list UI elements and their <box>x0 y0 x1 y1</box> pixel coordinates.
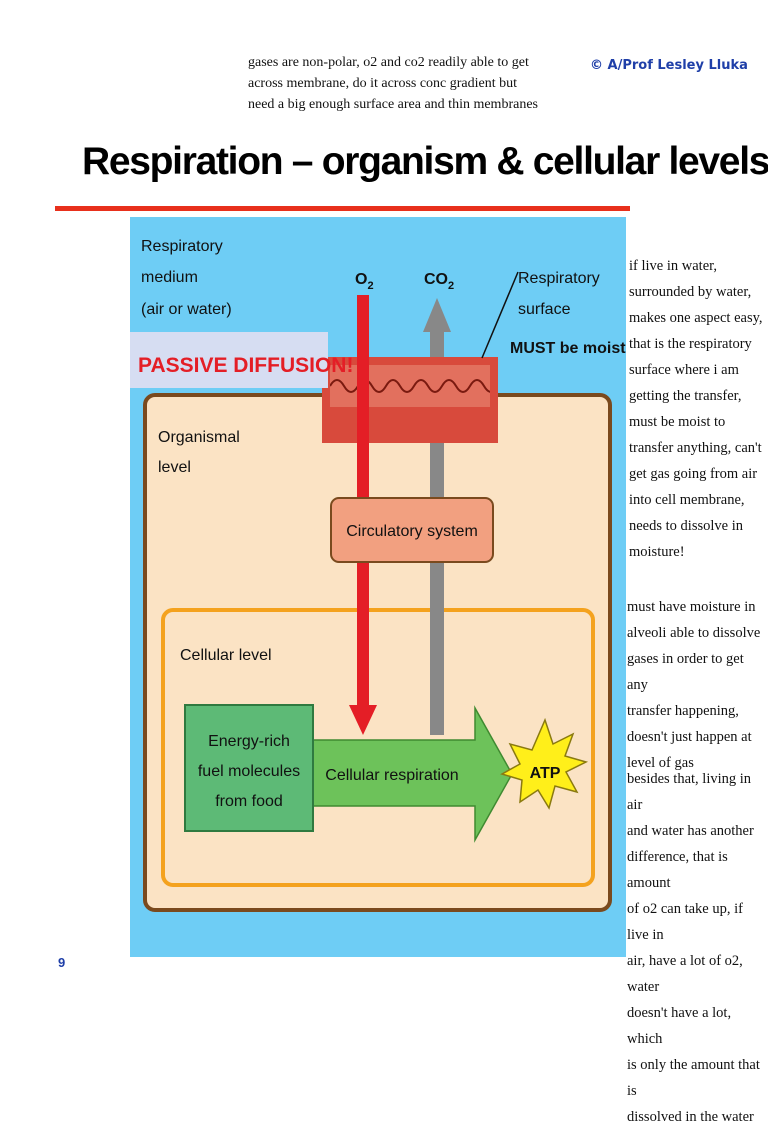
respiratory-surface-line2: surface <box>518 301 571 318</box>
respiratory-surface-inner <box>330 365 490 407</box>
atp-starburst <box>500 717 589 810</box>
side-note-1: if live in water, surrounded by water, m… <box>629 253 763 565</box>
surface-pointer-line <box>481 271 519 359</box>
respiration-diagram: Respiratory medium (air or water) O2 CO2… <box>130 217 626 957</box>
title-underline <box>55 206 630 211</box>
page-number: 9 <box>58 955 66 970</box>
co2-arrow-head <box>423 298 451 332</box>
cellular-respiration-label: Cellular respiration <box>325 767 458 784</box>
side-note-line: of o2 can take up, if live in <box>627 901 743 943</box>
respiratory-surface-line1: Respiratory <box>518 270 600 287</box>
side-note-line: surrounded by water, <box>629 284 752 300</box>
side-note-line: doesn't have a lot, which <box>627 1005 732 1047</box>
respiratory-medium-line3: (air or water) <box>141 301 232 318</box>
side-note-line: and water has another <box>627 823 754 839</box>
side-note-line: air, have a lot of o2, water <box>627 953 743 995</box>
top-note: gases are non-polar, o2 and co2 readily … <box>248 55 538 112</box>
o2-label: O2 <box>355 271 374 292</box>
side-note-line: difference, that is amount <box>627 849 728 891</box>
must-be-moist-label: MUST be moist <box>510 340 626 357</box>
passive-diffusion-banner <box>130 332 328 388</box>
fuel-molecules-line3: from food <box>215 793 283 810</box>
side-note-line: alveoli able to dissolve <box>627 625 761 641</box>
circulatory-system-label: Circulatory system <box>346 523 478 540</box>
side-note-line: doesn't just happen at <box>627 729 752 745</box>
cellular-level-label: Cellular level <box>180 647 272 664</box>
side-note-line: gases in order to get any <box>627 651 744 693</box>
slide-title: Respiration – organism & cellular levels <box>82 140 768 183</box>
cellular-respiration-arrow <box>311 705 513 843</box>
side-note-line: get gas going from air <box>629 466 758 482</box>
side-note-line: transfer happening, <box>627 703 739 719</box>
side-note-line: must have moisture in <box>627 599 756 615</box>
side-note-line: that is the respiratory <box>629 336 752 352</box>
side-note-line: is only the amount that is <box>627 1057 760 1099</box>
co2-label: CO2 <box>424 271 454 292</box>
side-note-2: must have moisture in alveoli able to di… <box>627 594 768 776</box>
copyright-label: © A/Prof Lesley Lluka <box>590 58 748 73</box>
fuel-molecules-line1: Energy-rich <box>208 733 290 750</box>
respiratory-medium-line2: medium <box>141 269 198 286</box>
side-note-line: must be moist to <box>629 414 726 430</box>
respiratory-medium-line1: Respiratory <box>141 238 223 255</box>
side-note-line: transfer anything, can't <box>629 440 762 456</box>
side-note-line: besides that, living in air <box>627 771 752 813</box>
side-note-line: surface where i am <box>629 362 739 378</box>
side-note-line: getting the transfer, <box>629 388 742 404</box>
organismal-level-line2: level <box>158 459 191 476</box>
side-note-line: level of gas <box>627 755 694 771</box>
circulatory-system-box <box>330 497 494 563</box>
side-note-line: dissolved in the water <box>627 1109 754 1125</box>
side-note-line: makes one aspect easy, <box>629 310 763 326</box>
o2-arrow-head <box>349 705 377 735</box>
side-note-line: if live in water, <box>629 258 717 274</box>
side-note-line: needs to dissolve in <box>629 518 743 534</box>
side-note-line: into cell membrane, <box>629 492 745 508</box>
side-note-3: besides that, living in air and water ha… <box>627 766 768 1130</box>
side-note-line: moisture! <box>629 544 685 560</box>
fuel-molecules-line2: fuel molecules <box>198 763 300 780</box>
passive-diffusion-label: PASSIVE DIFFUSION! <box>138 354 353 377</box>
fuel-molecules-box <box>184 704 314 832</box>
organismal-level-line1: Organismal <box>158 429 240 446</box>
atp-label: ATP <box>530 765 561 782</box>
